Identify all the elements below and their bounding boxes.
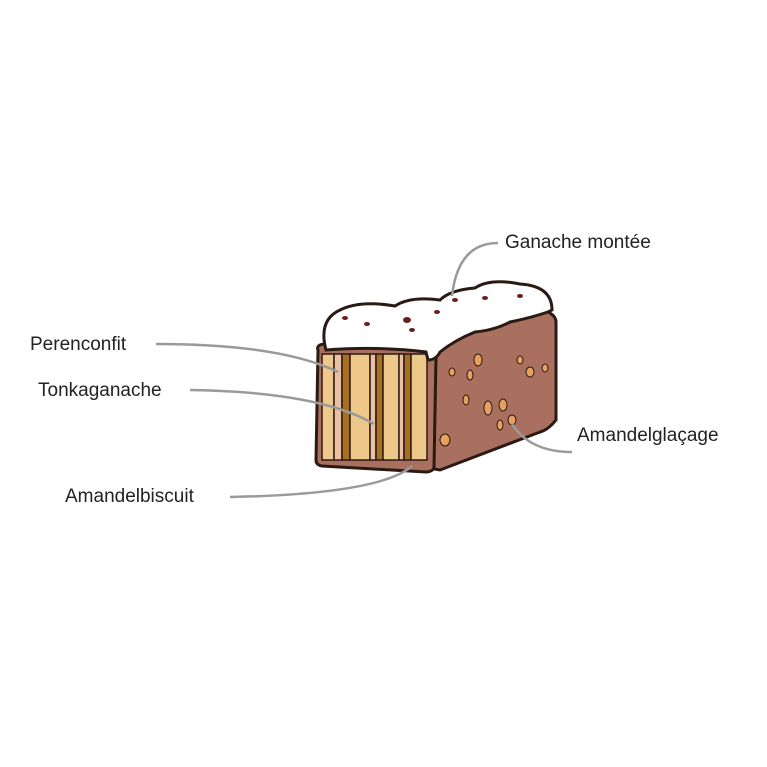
ganache-layer xyxy=(403,353,412,461)
almond-pieces xyxy=(439,353,549,447)
label-tonkaganache: Tonkaganache xyxy=(38,380,162,401)
cake-side-glaze xyxy=(423,310,558,472)
leader-lines xyxy=(155,241,573,499)
leader-ganache xyxy=(450,241,499,297)
biscuit-layer xyxy=(382,353,400,461)
biscuit-layer xyxy=(410,353,428,461)
label-ganache-montee: Ganache montée xyxy=(505,232,651,253)
leader-amandelbiscuit xyxy=(229,465,413,499)
ganache-layer xyxy=(375,353,384,461)
leader-amandelglacage xyxy=(510,423,573,454)
leader-tonkaganache xyxy=(189,388,375,426)
label-amandelglacage: Amandelglaçage xyxy=(577,425,719,446)
ganache-layer xyxy=(341,353,351,461)
label-perenconfit: Perenconfit xyxy=(30,334,127,355)
label-amandelbiscuit: Amandelbiscuit xyxy=(65,486,194,507)
ganache-montee-topping xyxy=(322,280,554,362)
biscuit-layer xyxy=(349,353,371,461)
cocoa-nibs xyxy=(342,294,523,332)
leader-perenconfit xyxy=(155,342,339,374)
confit-layer xyxy=(369,353,377,461)
cake-layers xyxy=(321,353,428,461)
